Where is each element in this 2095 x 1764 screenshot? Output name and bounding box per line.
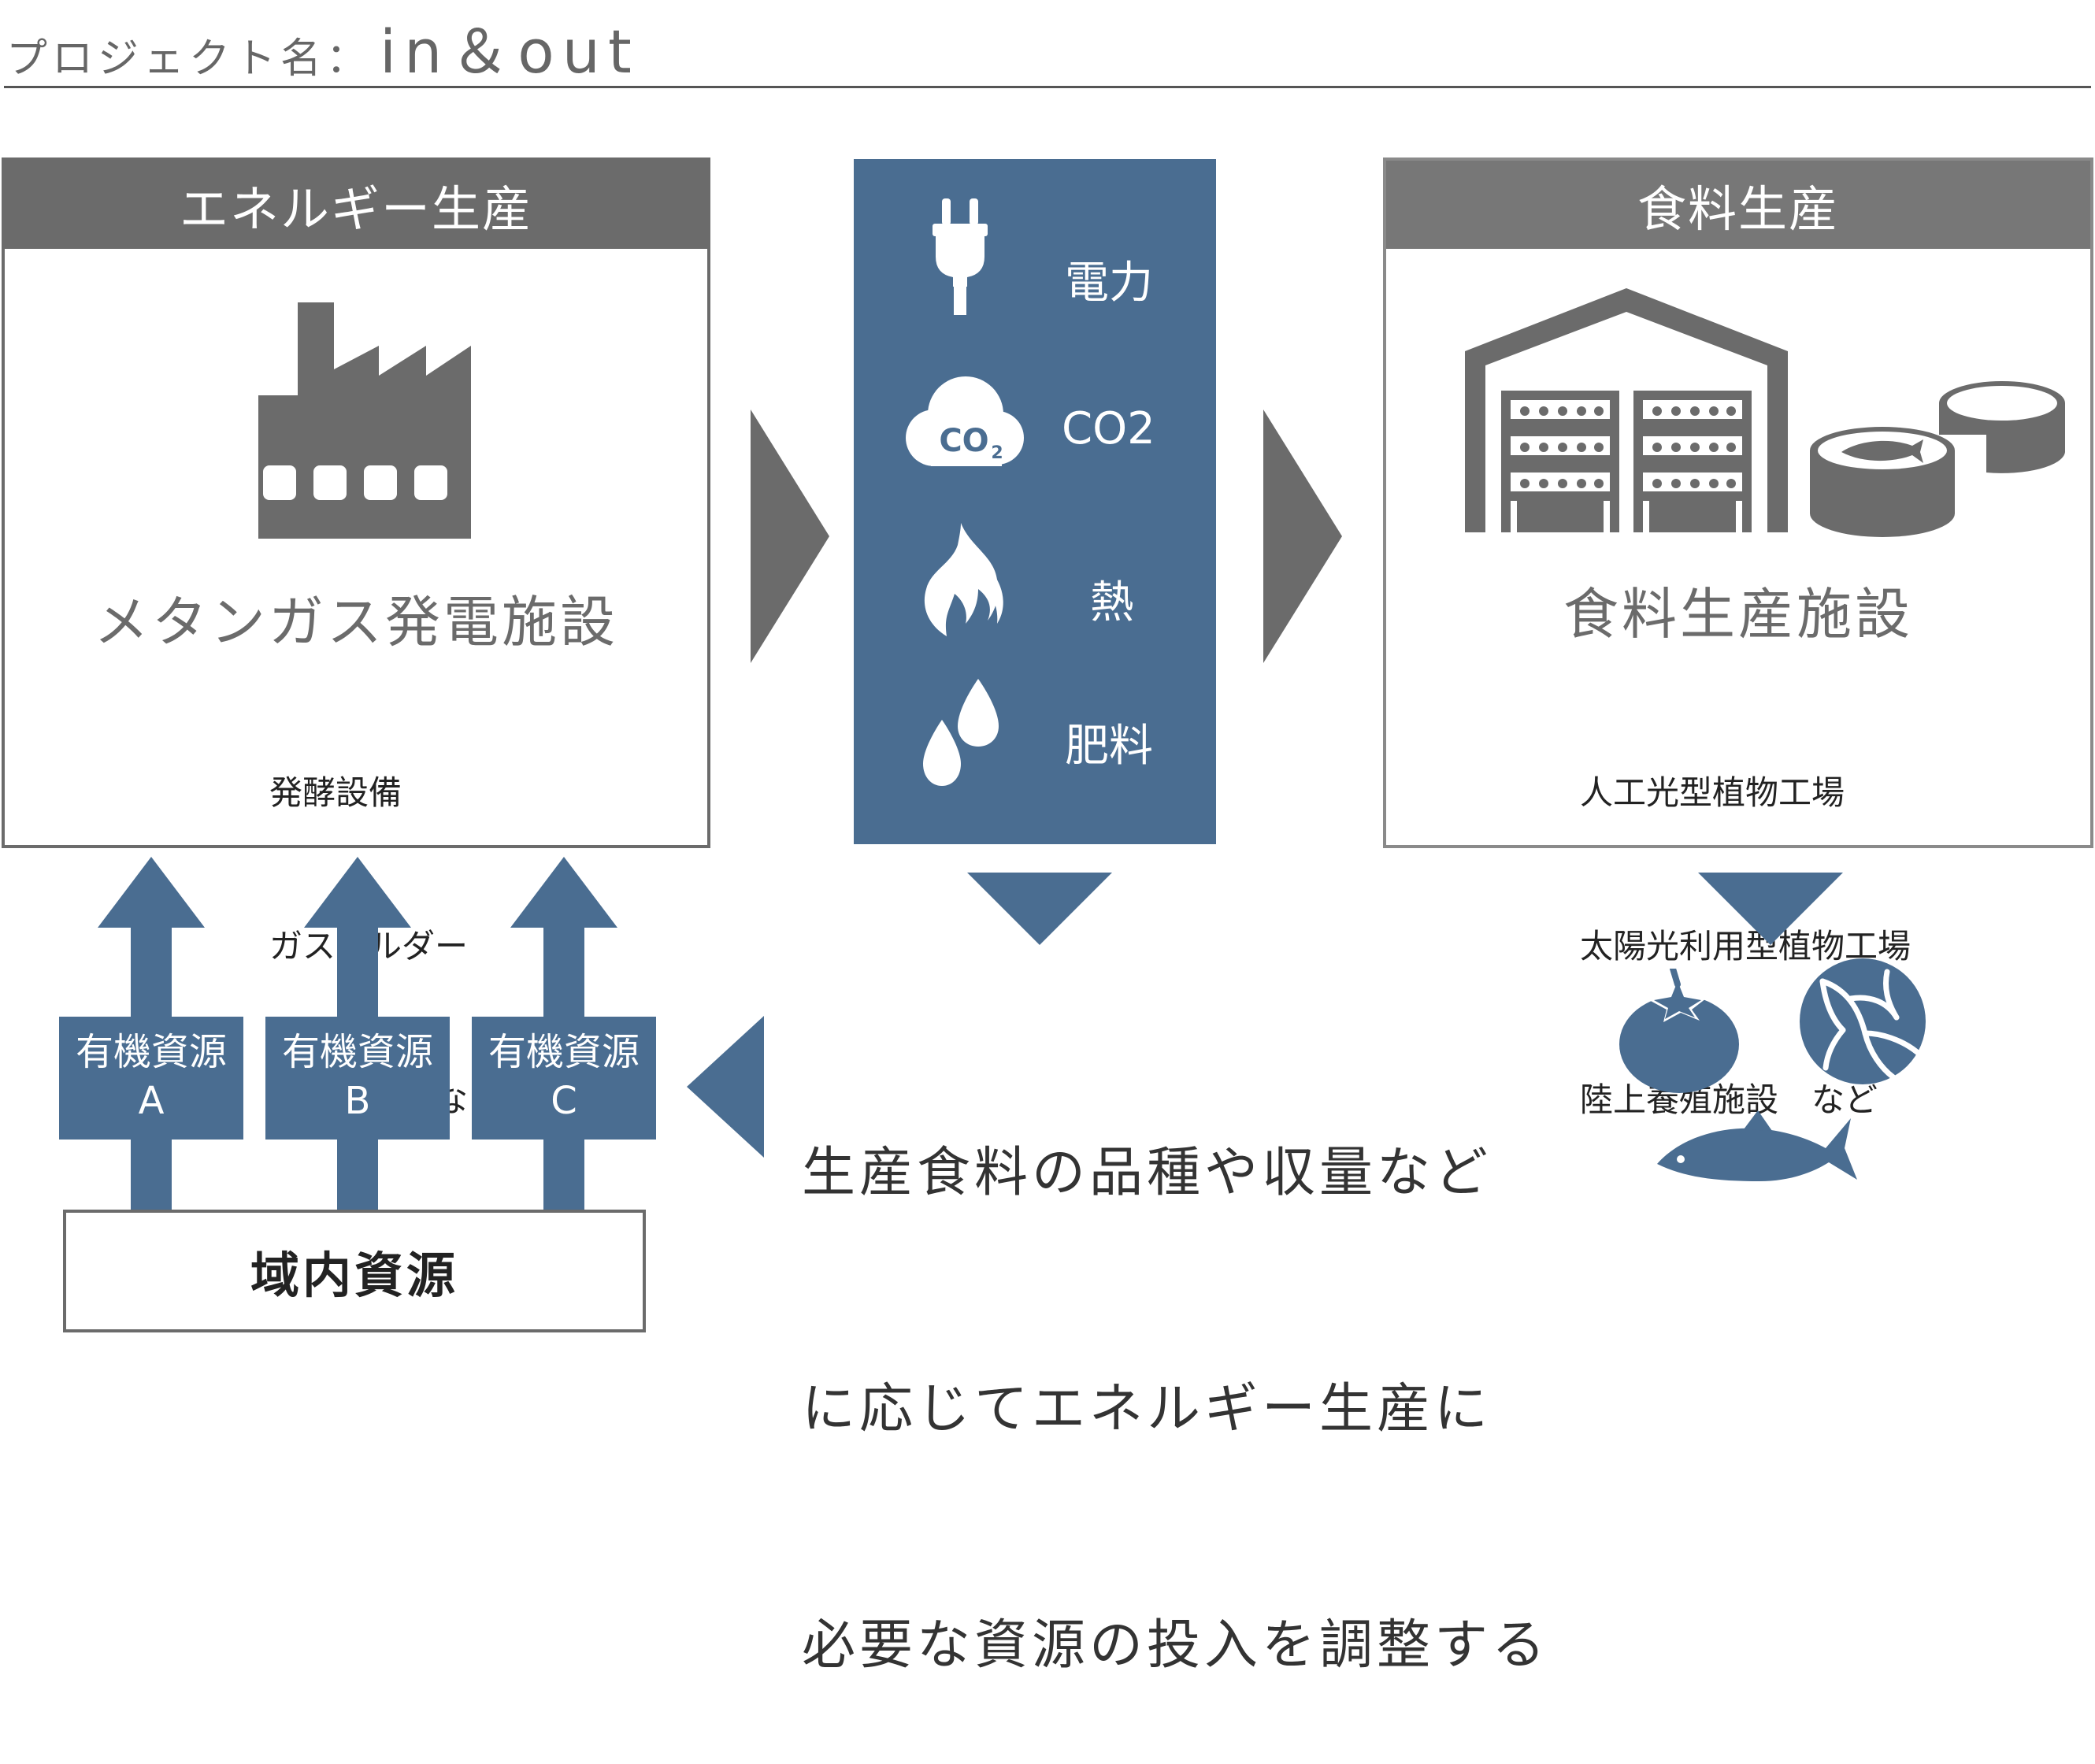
resource-label-heat: 熱 — [1090, 577, 1134, 628]
cabbage-icon — [1800, 958, 1926, 1084]
list-item: 発酵設備 — [269, 773, 402, 812]
plant-factory-icon — [1465, 288, 1788, 532]
arrow-right-icon — [751, 410, 829, 663]
arrow-left-icon — [687, 1016, 764, 1158]
title-divider — [4, 86, 2091, 88]
arrow-right-icon — [1263, 410, 1342, 663]
feedback-text: 生産食料の品種や収量など に応じてエネルギー生産に 必要な資源の投入を調整する — [802, 976, 1549, 1764]
svg-text:2: 2 — [991, 443, 1003, 463]
salmon-icon — [1657, 1110, 1857, 1181]
organic-resource-b: 有機資源 B — [265, 1017, 450, 1140]
resource-label-fertilizer: 肥料 — [1065, 721, 1153, 772]
list-item: 陸上養殖施設 など — [1580, 1080, 1878, 1119]
food-production-panel: 食料生産 — [1383, 158, 2093, 1119]
organic-resource-label: 有機資源 — [75, 1030, 227, 1074]
local-resources-box: 域内資源 — [63, 1210, 646, 1332]
organic-resource-letter: C — [551, 1079, 577, 1123]
organic-resource-letter: B — [344, 1079, 371, 1123]
organic-resource-label: 有機資源 — [488, 1030, 640, 1074]
aquaculture-tank-icon — [1810, 381, 2065, 537]
feedback-line: に応じてエネルギー生産に — [802, 1378, 1492, 1440]
flame-icon — [924, 523, 1003, 636]
droplets-icon — [923, 679, 999, 786]
energy-production-panel: エネルギー生産 メタンガス発電施設 発酵設備 ガスホルダー 発電設備 など — [2, 158, 710, 1119]
plug-icon — [933, 198, 988, 315]
tomato-icon — [1619, 969, 1739, 1093]
co2-cloud-icon: CO 2 — [906, 376, 1024, 466]
food-production-header: 食料生産 — [1386, 161, 2090, 249]
organic-resource-a: 有機資源 A — [59, 1017, 243, 1140]
food-item-list: 人工光型植物工場 太陽光利用型植物工場 陸上養殖施設 など — [1580, 665, 1911, 1228]
project-name: in＆out — [380, 17, 640, 87]
project-label: プロジェクト名： — [6, 35, 373, 83]
energy-production-header: エネルギー生産 — [5, 161, 707, 249]
feedback-line: 必要な資源の投入を調整する — [802, 1614, 1550, 1677]
resource-label-electricity: 電力 — [1065, 258, 1153, 309]
food-facility-title: 食料生産施設 — [1563, 582, 1913, 647]
svg-text:CO: CO — [939, 423, 988, 459]
arrow-down-icon — [1698, 873, 1843, 945]
factory-icon — [258, 302, 471, 539]
organic-resource-label: 有機資源 — [281, 1030, 433, 1074]
organic-resource-c: 有機資源 C — [472, 1017, 656, 1140]
resource-column: 電力 CO 2 CO2 熱 肥料 — [854, 159, 1216, 844]
project-title: プロジェクト名： in＆out — [6, 3, 640, 87]
list-item: 人工光型植物工場 — [1580, 773, 1845, 812]
organic-resource-letter: A — [138, 1079, 165, 1123]
resource-label-co2: CO2 — [1062, 403, 1155, 454]
energy-facility-title: メタンガス発電施設 — [94, 590, 618, 654]
feedback-line: 生産食料の品種や収量など — [802, 1142, 1492, 1204]
arrow-down-icon — [967, 873, 1112, 945]
